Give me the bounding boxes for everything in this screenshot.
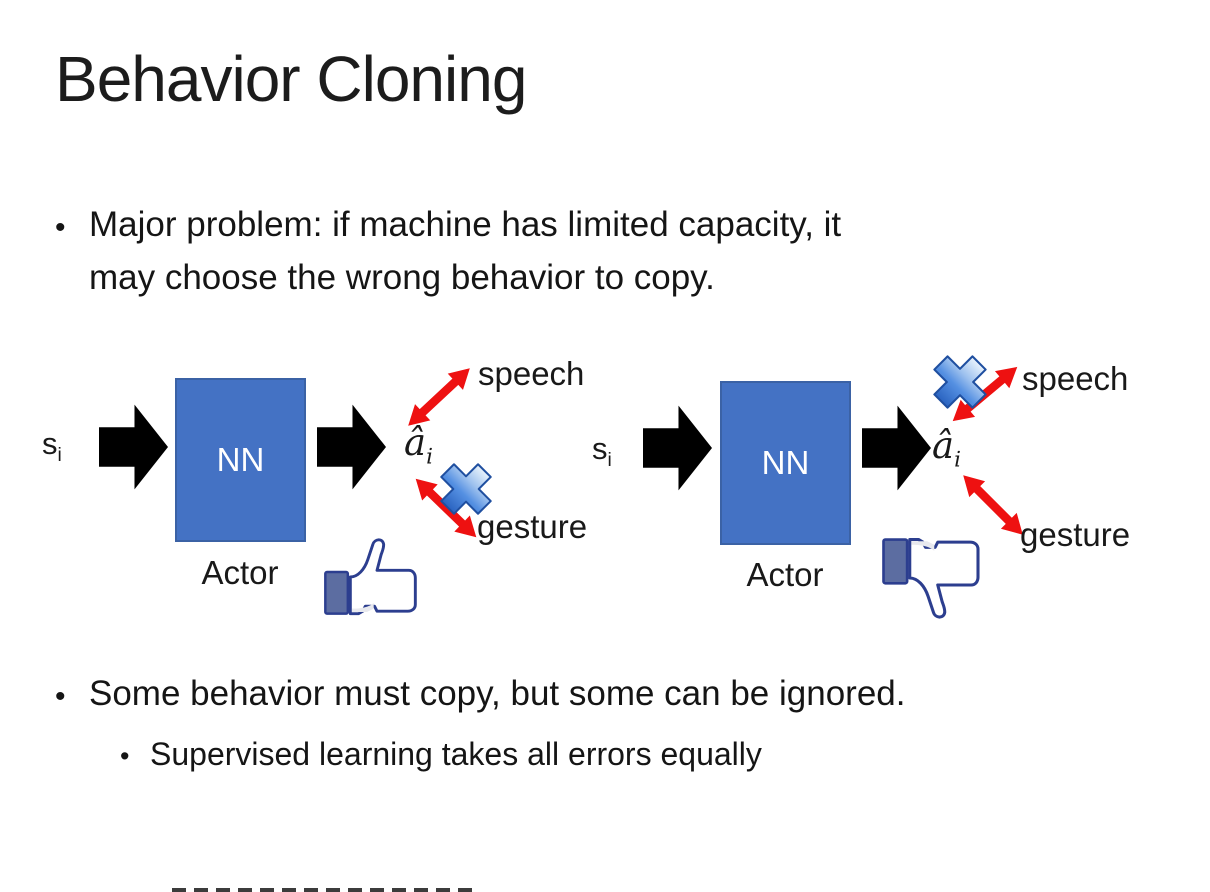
bullet-some-behavior: • Some behavior must copy, but some can b…: [55, 674, 905, 719]
left-speech-arrow-icon: [399, 358, 480, 436]
nn-label: NN: [216, 441, 265, 478]
right-input-state: si: [592, 431, 612, 472]
left-speech-label: speech: [478, 355, 585, 392]
thumbs-down-icon: [880, 533, 985, 623]
left-cross-out-icon: [438, 461, 494, 517]
left-gesture-label: gesture: [477, 508, 588, 545]
action-subscript: i: [426, 444, 433, 470]
bullet-major-problem-line2: may choose the wrong behavior to copy.: [89, 258, 715, 298]
right-nn-box: NN: [720, 381, 851, 545]
right-output-arrow-icon: [862, 402, 931, 494]
state-symbol: s: [592, 431, 608, 466]
state-subscript: i: [607, 450, 612, 472]
action-symbol: â: [932, 424, 955, 467]
bullet-marker: •: [55, 680, 66, 713]
left-output-action: âi: [404, 421, 433, 469]
bullet-supervised-learning: • Supervised learning takes all errors eq…: [120, 736, 762, 777]
bullet-text: Major problem: if machine has limited ca…: [89, 205, 842, 244]
right-actor-label: Actor: [746, 556, 824, 593]
left-input-arrow-icon: [99, 401, 168, 493]
clipped-next-line-artifact: [172, 888, 478, 892]
action-symbol: â: [404, 421, 427, 464]
bullet-text: Supervised learning takes all errors equ…: [150, 736, 762, 772]
left-actor-label: Actor: [201, 554, 279, 591]
bullet-text: may choose the wrong behavior to copy.: [89, 258, 715, 297]
action-subscript: i: [954, 447, 961, 473]
state-symbol: s: [42, 426, 58, 461]
bullet-marker: •: [120, 741, 130, 771]
bullet-marker: •: [55, 211, 66, 244]
right-speech-label: speech: [1022, 360, 1129, 397]
thumbs-up-icon: [322, 535, 422, 619]
right-cross-out-icon: [931, 352, 989, 412]
left-input-state: si: [42, 426, 62, 467]
bullet-major-problem-line1: • Major problem: if machine has limited c…: [55, 205, 841, 250]
nn-label: NN: [761, 444, 810, 481]
left-output-arrow-icon: [317, 401, 386, 493]
state-subscript: i: [57, 445, 62, 467]
bullet-text: Some behavior must copy, but some can be…: [89, 674, 906, 713]
slide-title: Behavior Cloning: [55, 43, 527, 115]
right-gesture-label: gesture: [1020, 516, 1131, 553]
left-nn-box: NN: [175, 378, 306, 542]
right-output-action: âi: [932, 424, 961, 472]
right-input-arrow-icon: [643, 402, 712, 494]
